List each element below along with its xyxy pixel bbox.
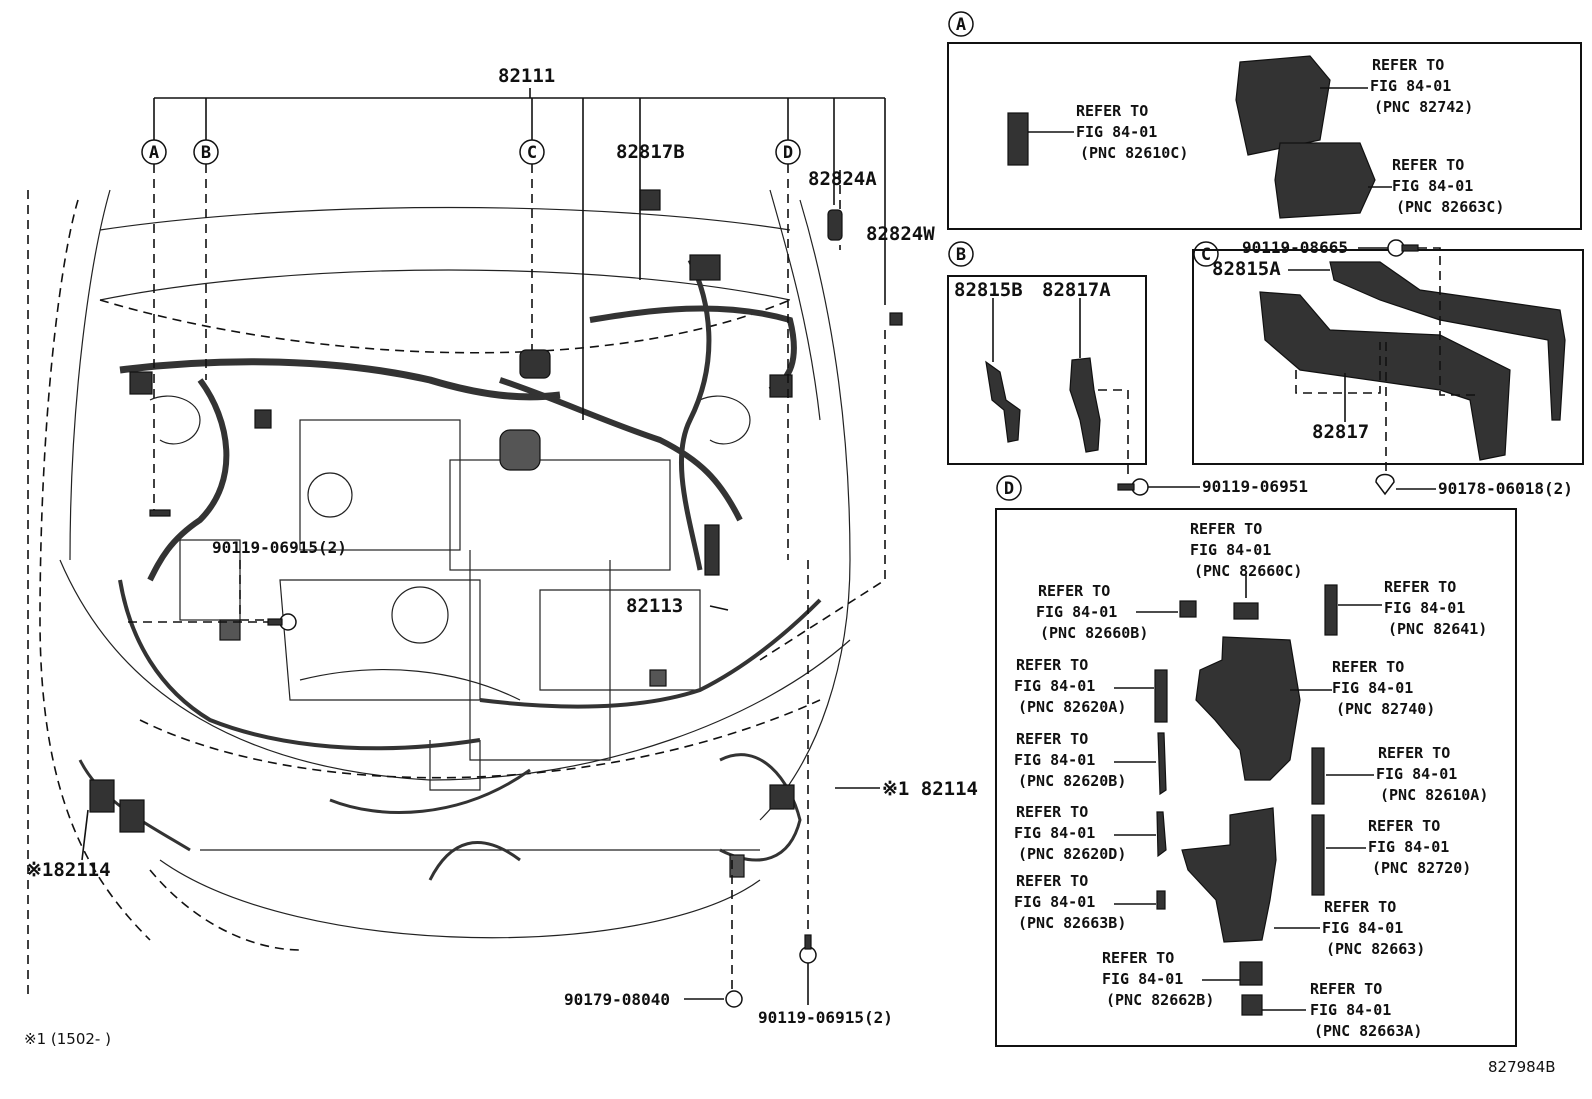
detail-a-ref-0-refer: REFER TO — [1076, 102, 1148, 120]
figure-code: 827984B — [1488, 1058, 1556, 1076]
detail-d-ref-6-refer: REFER TO — [1378, 744, 1450, 762]
part-82824a-label[interactable]: 82824A — [808, 168, 877, 190]
part-82114-left-label[interactable]: ※182114 — [26, 859, 111, 881]
part-82817b-label[interactable]: 82817B — [616, 141, 685, 163]
detail-d-ref-11-refer: REFER TO — [1102, 949, 1174, 967]
detail-d-ref-6-pnc[interactable]: (PNC 82610A) — [1380, 786, 1488, 804]
detail-d-ref-5-pnc[interactable]: (PNC 82620B) — [1018, 772, 1126, 790]
detail-d-ref-1-refer: REFER TO — [1038, 582, 1110, 600]
engine-bay-illustration — [27, 170, 903, 1000]
part-82815b-label[interactable]: 82815B — [954, 279, 1023, 301]
clip-90179-08040-label[interactable]: 90179-08040 — [564, 990, 670, 1009]
detail-d-ref-2-fig[interactable]: FIG 84-01 — [1384, 599, 1465, 617]
detail-d-ref-7-refer: REFER TO — [1016, 803, 1088, 821]
svg-text:C: C — [527, 143, 537, 163]
callout-d[interactable]: D — [775, 139, 801, 165]
detail-a-label: A — [956, 15, 966, 35]
detail-a-ref-2-pnc[interactable]: (PNC 82663C) — [1396, 198, 1504, 216]
clip-90178-06018-label[interactable]: 90178-06018(2) — [1438, 479, 1573, 498]
detail-d-ref-0-refer: REFER TO — [1190, 520, 1262, 538]
detail-a-ref-1-fig[interactable]: FIG 84-01 — [1370, 77, 1451, 95]
part-82815a-label[interactable]: 82815A — [1212, 258, 1281, 280]
detail-d-ref-5-refer: REFER TO — [1016, 730, 1088, 748]
detail-d-ref-12-refer: REFER TO — [1310, 980, 1382, 998]
detail-d-ref-4-refer: REFER TO — [1332, 658, 1404, 676]
detail-a-ref-1-refer: REFER TO — [1372, 56, 1444, 74]
detail-d-ref-2-refer: REFER TO — [1384, 578, 1456, 596]
callout-b[interactable]: B — [193, 139, 219, 165]
detail-d-ref-5-fig[interactable]: FIG 84-01 — [1014, 751, 1095, 769]
footnote: ※1 (1502- ) — [24, 1030, 111, 1048]
detail-d-ref-8-fig[interactable]: FIG 84-01 — [1368, 838, 1449, 856]
detail-d-label: D — [1004, 479, 1014, 499]
detail-d-ref-9-fig[interactable]: FIG 84-01 — [1014, 893, 1095, 911]
clip-90178-06018-icon — [1375, 473, 1395, 496]
detail-a-ref-2-refer: REFER TO — [1392, 156, 1464, 174]
detail-d-ref-8-refer: REFER TO — [1368, 817, 1440, 835]
detail-d-ref-9-pnc[interactable]: (PNC 82663B) — [1018, 914, 1126, 932]
detail-a-ref-2-fig[interactable]: FIG 84-01 — [1392, 177, 1473, 195]
detail-d-ref-4-pnc[interactable]: (PNC 82740) — [1336, 700, 1435, 718]
callout-c[interactable]: C — [519, 139, 545, 165]
bolt-90119-06915-top-icon — [267, 613, 297, 631]
clip-90179-08040-icon — [725, 990, 743, 1008]
detail-d-ref-9-refer: REFER TO — [1016, 872, 1088, 890]
part-82111-label[interactable]: 82111 — [498, 65, 555, 87]
bolt-90119-08665-icon — [1387, 239, 1441, 257]
bolt-90119-06951-label[interactable]: 90119-06951 — [1202, 477, 1308, 496]
detail-c-label: C — [1201, 245, 1211, 265]
detail-d-ref-0-pnc[interactable]: (PNC 82660C) — [1194, 562, 1302, 580]
leader-82111 — [153, 88, 886, 661]
callout-a[interactable]: A — [141, 139, 167, 165]
detail-d-ref-3-refer: REFER TO — [1016, 656, 1088, 674]
part-82817a-label[interactable]: 82817A — [1042, 279, 1111, 301]
svg-text:B: B — [201, 143, 211, 163]
detail-d-ref-6-fig[interactable]: FIG 84-01 — [1376, 765, 1457, 783]
detail-d-ref-11-fig[interactable]: FIG 84-01 — [1102, 970, 1183, 988]
detail-d-ref-3-fig[interactable]: FIG 84-01 — [1014, 677, 1095, 695]
detail-a-ref-0-fig[interactable]: FIG 84-01 — [1076, 123, 1157, 141]
part-82817-label[interactable]: 82817 — [1312, 421, 1369, 443]
detail-d-ref-10-refer: REFER TO — [1324, 898, 1396, 916]
svg-text:A: A — [149, 143, 159, 163]
detail-d-ref-1-pnc[interactable]: (PNC 82660B) — [1040, 624, 1148, 642]
svg-text:D: D — [783, 143, 793, 163]
detail-a-panel: A REFER TO FIG 84-01 (PNC 82610C) REFER … — [947, 11, 1582, 230]
detail-d-ref-0-fig[interactable]: FIG 84-01 — [1190, 541, 1271, 559]
detail-d-ref-10-pnc[interactable]: (PNC 82663) — [1326, 940, 1425, 958]
detail-d-ref-3-pnc[interactable]: (PNC 82620A) — [1018, 698, 1126, 716]
detail-d-ref-8-pnc[interactable]: (PNC 82720) — [1372, 859, 1471, 877]
detail-d-ref-1-fig[interactable]: FIG 84-01 — [1036, 603, 1117, 621]
part-82824w-label[interactable]: 82824W — [866, 223, 935, 245]
part-82113-label[interactable]: 82113 — [626, 595, 683, 617]
detail-d-panel: D REFER TO FIG 84-01 (PNC 82660C) — [995, 475, 1517, 1047]
detail-a-ref-1-pnc[interactable]: (PNC 82742) — [1374, 98, 1473, 116]
detail-d-ref-11-pnc[interactable]: (PNC 82662B) — [1106, 991, 1214, 1009]
detail-a-ref-0-pnc[interactable]: (PNC 82610C) — [1080, 144, 1188, 162]
detail-d-ref-7-fig[interactable]: FIG 84-01 — [1014, 824, 1095, 842]
detail-b-panel: B 82815B 82817A — [947, 241, 1147, 480]
part-82114-right-label[interactable]: ※1 82114 — [882, 778, 978, 800]
detail-d-ref-10-fig[interactable]: FIG 84-01 — [1322, 919, 1403, 937]
bolt-90119-06915-bottom-label[interactable]: 90119-06915(2) — [758, 1008, 893, 1027]
detail-c-panel: C 82815A 82817 — [1192, 241, 1584, 486]
bolt-90119-08665-label[interactable]: 90119-08665 — [1242, 238, 1348, 257]
bolt-90119-06915-top-label[interactable]: 90119-06915(2) — [212, 538, 347, 557]
detail-d-ref-4-fig[interactable]: FIG 84-01 — [1332, 679, 1413, 697]
detail-d-ref-2-pnc[interactable]: (PNC 82641) — [1388, 620, 1487, 638]
detail-b-label: B — [956, 245, 966, 265]
bolt-90119-06951-icon — [1117, 478, 1149, 496]
bolt-90119-06915-bottom-icon — [799, 934, 817, 1005]
detail-d-ref-7-pnc[interactable]: (PNC 82620D) — [1018, 845, 1126, 863]
detail-d-ref-12-pnc[interactable]: (PNC 82663A) — [1314, 1022, 1422, 1040]
detail-d-ref-12-fig[interactable]: FIG 84-01 — [1310, 1001, 1391, 1019]
